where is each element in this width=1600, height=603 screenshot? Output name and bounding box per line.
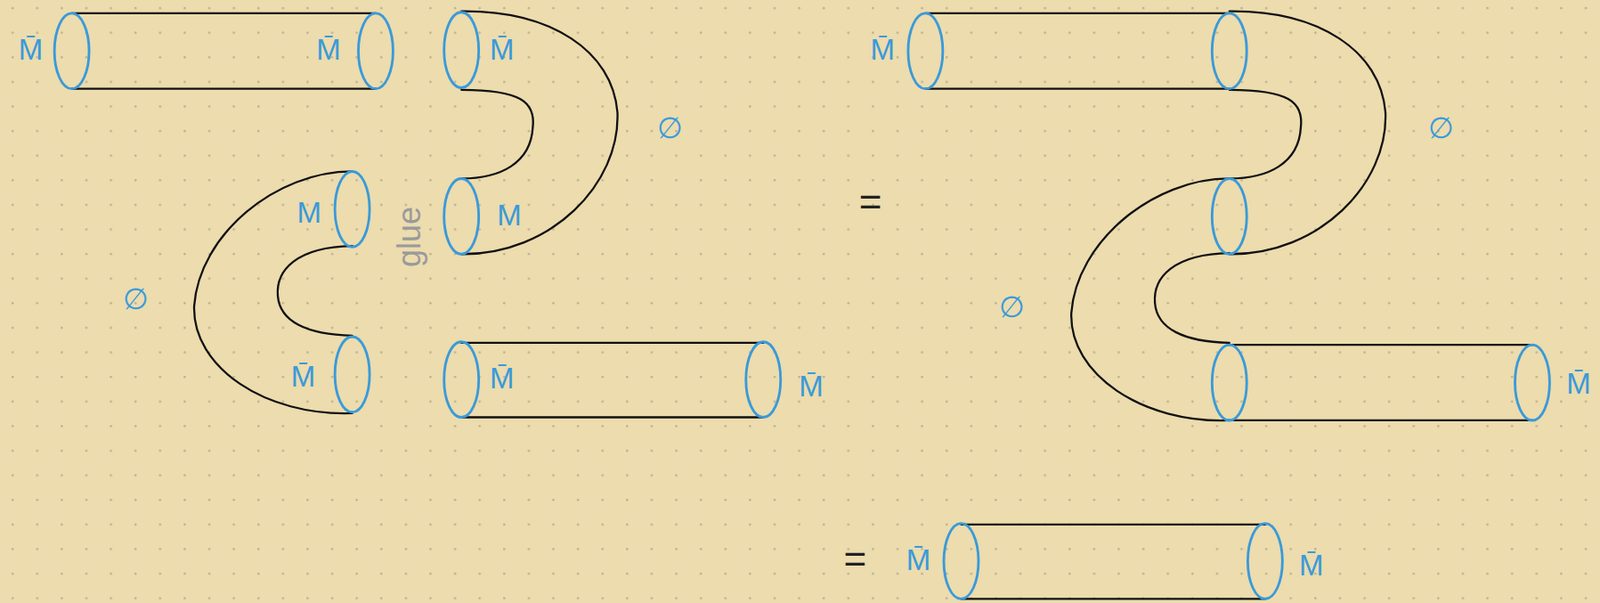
- manifold-label: M̄: [316, 34, 342, 65]
- manifold-label: M: [297, 197, 323, 228]
- manifold-label: M̄: [489, 34, 515, 65]
- manifold-label: M̄: [291, 360, 317, 390]
- manifold-label: M̄: [18, 34, 44, 65]
- glue-note: glue: [393, 206, 426, 268]
- equals-sign: =: [859, 182, 883, 222]
- boundary-circles: [54, 12, 1550, 600]
- manifold-label: ∅: [1428, 113, 1454, 143]
- equals-sign: =: [844, 539, 868, 579]
- manifold-label: M̄: [798, 371, 824, 401]
- manifold-label: ∅: [657, 113, 683, 143]
- manifold-label: M̄: [1299, 549, 1324, 579]
- manifold-label: ∅: [998, 291, 1025, 321]
- manifold-label: M̄: [1566, 367, 1592, 398]
- manifold-label: ∅: [122, 283, 149, 313]
- manifold-label: M̄: [906, 544, 932, 575]
- manifold-label: M̄: [489, 363, 515, 393]
- manifold-label: M: [496, 199, 522, 229]
- tube-outlines: [72, 11, 1533, 600]
- manifold-label: M̄: [870, 34, 896, 65]
